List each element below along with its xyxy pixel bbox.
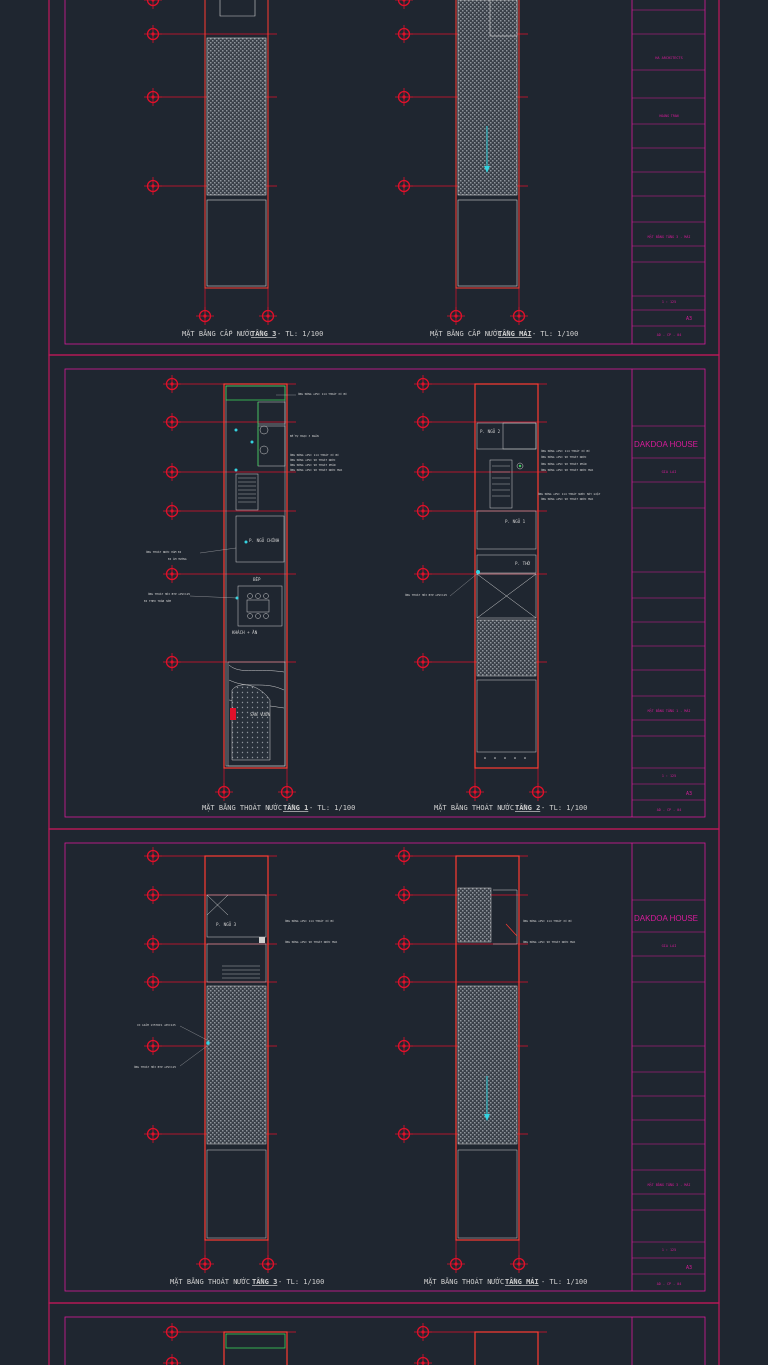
sheet-2-left-title-label: MẶT BẰNG THOÁT NƯỚC — [202, 803, 282, 812]
note-in-wall: ĐI ÂM TƯỜNG — [168, 556, 187, 561]
sheet-2-drawing-number: AD - CP - 04 — [657, 808, 682, 812]
sheet-3-scale-value: 1 : 125 — [662, 1248, 676, 1252]
sheet-1-right-title-scale: - TL: 1/100 — [532, 330, 578, 338]
sheet-2-title-block: DAKDOA HOUSE GIA LAI MẶT BẰNG TẦNG 1 - M… — [631, 369, 705, 817]
sheet-3-left-title-label: MẶT BẰNG THOÁT NƯỚC — [170, 1277, 250, 1286]
sheet-3-left-title-level: TẦNG 3 — [252, 1277, 277, 1286]
sheet-2-scale-value: 1 : 125 — [662, 774, 676, 778]
sheet-3-inner-frame — [64, 842, 706, 1292]
room-bedroom-1: P. NGỦ 1 — [505, 519, 526, 524]
svg-text:ỐNG ĐỨNG uPVC 114 THOÁT XÍ BÍ: ỐNG ĐỨNG uPVC 114 THOÁT XÍ BÍ — [298, 391, 347, 396]
sheet-3-paper: A3 — [686, 1265, 692, 1271]
svg-text:ỐNG ĐỨNG uPVC 114 THOÁT NƯỚC M: ỐNG ĐỨNG uPVC 114 THOÁT NƯỚC MÁY GIẶT — [538, 491, 601, 496]
sheet-2-left-title-scale: - TL: 1/100 — [309, 804, 355, 812]
sheet-2-location: GIA LAI — [662, 470, 677, 474]
svg-text:ỐNG ĐỨNG uPVC 90 THOÁT PHÂN: ỐNG ĐỨNG uPVC 90 THOÁT PHÂN — [290, 462, 336, 467]
sheet-2-right-title-label: MẶT BẰNG THOÁT NƯỚC — [434, 803, 514, 812]
room-altar: P. THỜ — [515, 561, 531, 566]
sheet-3-title-block: DAKDOA HOUSE GIA LAI MẶT BẰNG TẦNG 3 - M… — [631, 843, 705, 1291]
note-drain-pipe: ỐNG THOÁT NƯỚC HẦM ĐI — [146, 549, 182, 554]
svg-text:BỂ TỰ HOẠI 3 NGĂN: BỂ TỰ HOẠI 3 NGĂN — [290, 433, 319, 438]
plan-water-supply-roof — [394, 0, 529, 326]
sheet-3-drawing-name: MẶT BẰNG TẦNG 3 - MÁI — [648, 1182, 691, 1187]
room-master-bedroom: P. NGỦ CHÍNH — [249, 538, 280, 543]
room-bedroom-2: P. NGỦ 2 — [480, 429, 501, 434]
svg-text:ỐNG ĐỨNG uPVC 90 THOÁT NƯỚC MƯ: ỐNG ĐỨNG uPVC 90 THOÁT NƯỚC MƯA — [523, 939, 576, 944]
room-living-dining: KHÁCH + ĂN — [232, 630, 258, 635]
note-ceiling: ĐI THEO TRẦN HẦM — [144, 598, 171, 603]
plan-drainage-floor-1: P. NGỦ CHÍNH BẾP KHÁCH + ĂN SÂN VƯỜN ỐNG… — [144, 374, 347, 802]
sheet-1-inner-frame — [64, 0, 706, 345]
sheet-1-director: HOANG TRAN — [659, 114, 678, 118]
room-kitchen: BẾP — [253, 577, 261, 582]
sheet-1-outer-frame — [48, 0, 720, 356]
plan-drainage-floor-2: P. NGỦ 2 P. NGỦ 1 P. THỜ ỐNG ĐỨNG uPVC 1… — [405, 374, 601, 802]
sheet-1-left-title-level: TẦNG 3 — [251, 329, 276, 338]
sheet-3: DAKDOA HOUSE GIA LAI MẶT BẰNG TẦNG 3 - M… — [48, 828, 720, 1304]
room-garden: SÂN VƯỜN — [250, 712, 271, 717]
sheet-2-project-name: DAKDOA HOUSE — [634, 440, 698, 449]
svg-text:CO GIẢM 135TRIS uPVC125: CO GIẢM 135TRIS uPVC125 — [137, 1022, 176, 1027]
svg-text:ỐNG THOÁT HỐI BTP uPVC125: ỐNG THOÁT HỐI BTP uPVC125 — [405, 592, 447, 597]
sheet-3-project-name: DAKDOA HOUSE — [634, 914, 698, 923]
sheet-4 — [48, 1302, 720, 1365]
sheet-3-right-title-level: TẦNG MÁI — [505, 1277, 539, 1286]
sheet-1: HA ARCHITECTS HOANG TRAN MẶT BẰNG TẦNG 3… — [48, 0, 720, 356]
sheet-1-left-title-label: MẶT BẰNG CẤP NƯỚC — [182, 329, 254, 338]
sheet-2-right-title-level: TẦNG 2 — [515, 803, 540, 812]
svg-text:ỐNG ĐỨNG uPVC 114 THOÁT XÍ BÍ: ỐNG ĐỨNG uPVC 114 THOÁT XÍ BÍ — [523, 918, 572, 923]
room-bedroom-3: P. NGỦ 3 — [216, 922, 237, 927]
svg-text:ỐNG THOÁT HỐI BTP uPVC125: ỐNG THOÁT HỐI BTP uPVC125 — [134, 1064, 176, 1069]
sheet-2-inner-frame — [64, 368, 706, 818]
sheet-1-paper: A3 — [686, 316, 692, 322]
svg-text:ỐNG ĐỨNG uPVC 90 THOÁT NƯỚC: ỐNG ĐỨNG uPVC 90 THOÁT NƯỚC — [541, 454, 587, 459]
sheet-3-location: GIA LAI — [662, 944, 677, 948]
sheet-3-right-title-label: MẶT BẰNG THOÁT NƯỚC — [424, 1277, 504, 1286]
sheet-2: DAKDOA HOUSE GIA LAI MẶT BẰNG TẦNG 1 - M… — [48, 354, 720, 830]
note-vent-pipe: ỐNG THOÁT HỐI BTP uPVC125 — [148, 591, 190, 596]
sheet-2-right-title-scale: - TL: 1/100 — [541, 804, 587, 812]
svg-text:ỐNG ĐỨNG uPVC 90 THOÁT NƯỚC MƯ: ỐNG ĐỨNG uPVC 90 THOÁT NƯỚC MƯA — [290, 467, 343, 472]
sheet-1-drawing-name: MẶT BẰNG TẦNG 3 - MÁI — [648, 234, 691, 239]
svg-text:ỐNG ĐỨNG uPVC 90 THOÁT PHÂN: ỐNG ĐỨNG uPVC 90 THOÁT PHÂN — [541, 461, 587, 466]
sheet-1-scale-value: 1 : 125 — [662, 300, 676, 304]
sheet-3-left-title-scale: - TL: 1/100 — [278, 1278, 324, 1286]
svg-text:ỐNG ĐỨNG uPVC 114 THOÁT XÍ BÍ: ỐNG ĐỨNG uPVC 114 THOÁT XÍ BÍ — [285, 918, 334, 923]
svg-text:ỐNG ĐỨNG uPVC 90 THOÁT NƯỚC MƯ: ỐNG ĐỨNG uPVC 90 THOÁT NƯỚC MƯA — [285, 939, 338, 944]
plan-drainage-roof: ỐNG ĐỨNG uPVC 114 THOÁT XÍ BÍ ỐNG ĐỨNG u… — [394, 846, 576, 1274]
plan-drainage-floor-3: P. NGỦ 3 ỐNG ĐỨNG uPVC 114 THOÁT XÍ BÍ Ố… — [134, 846, 338, 1274]
svg-text:ỐNG ĐỨNG uPVC 90 THOÁT NƯỚC MƯ: ỐNG ĐỨNG uPVC 90 THOÁT NƯỚC MƯA — [541, 467, 594, 472]
svg-text:ỐNG ĐỨNG uPVC 114 THOÁT XÍ BÍ: ỐNG ĐỨNG uPVC 114 THOÁT XÍ BÍ — [541, 448, 590, 453]
svg-text:ỐNG ĐỨNG uPVC 90 THOÁT NƯỚC: ỐNG ĐỨNG uPVC 90 THOÁT NƯỚC — [290, 457, 336, 462]
sheet-1-title-block: HA ARCHITECTS HOANG TRAN MẶT BẰNG TẦNG 3… — [631, 0, 705, 344]
sheet-2-paper: A3 — [686, 791, 692, 797]
sheet-1-right-title-label: MẶT BẰNG CẤP NƯỚC — [430, 329, 502, 338]
sheet-1-left-title-scale: - TL: 1/100 — [277, 330, 323, 338]
sheet-3-drawing-number: AD - CP - 04 — [657, 1282, 682, 1286]
sheet-2-left-title-level: TẦNG 1 — [283, 803, 308, 812]
svg-text:ỐNG ĐỨNG uPVC 90 THOÁT NƯỚC MƯ: ỐNG ĐỨNG uPVC 90 THOÁT NƯỚC MƯA — [541, 496, 594, 501]
svg-text:ỐNG ĐỨNG uPVC 114 THOÁT XÍ BÍ: ỐNG ĐỨNG uPVC 114 THOÁT XÍ BÍ — [290, 452, 339, 457]
sheet-1-drawing-number: AD - CP - 04 — [657, 333, 682, 337]
plan-water-supply-floor-3 — [143, 0, 278, 326]
sheet-2-drawing-name: MẶT BẰNG TẦNG 1 - MÁI — [648, 708, 691, 713]
sheet-3-right-title-scale: - TL: 1/100 — [541, 1278, 587, 1286]
sheet-1-company: HA ARCHITECTS — [655, 56, 682, 60]
sheet-1-right-title-level: TẦNG MÁI — [498, 329, 532, 338]
